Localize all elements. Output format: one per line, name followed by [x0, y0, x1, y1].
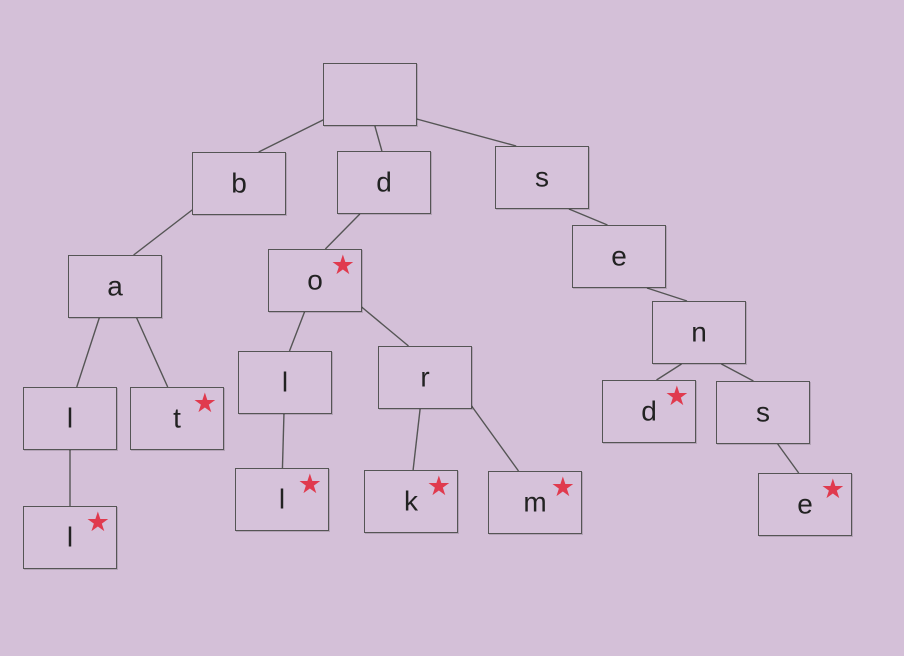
node-label: l [66, 520, 74, 552]
edge-dol-doll [281, 413, 285, 469]
star-icon: ★ [330, 250, 355, 281]
node-t: t★ [130, 387, 224, 450]
node-e: e [572, 225, 666, 288]
node-e: e★ [758, 473, 852, 536]
star-icon: ★ [426, 471, 451, 502]
node-root [323, 63, 417, 126]
node-l: l [23, 387, 117, 450]
node-label: s [756, 395, 770, 427]
node-label: b [231, 166, 247, 198]
star-icon: ★ [85, 507, 110, 538]
star-icon: ★ [550, 472, 575, 503]
node-s: s [495, 146, 589, 209]
node-d: d★ [602, 380, 696, 443]
node-n: n [652, 301, 746, 364]
edge-ba-bal [76, 317, 100, 388]
edge-s-se [568, 208, 608, 226]
edge-d-do [324, 213, 361, 250]
node-label: k [404, 484, 418, 516]
node-d: d [337, 151, 431, 214]
node-l: l★ [23, 506, 117, 569]
edge-ba-bat [136, 317, 169, 388]
node-label: l [278, 482, 286, 514]
node-label: s [535, 160, 549, 192]
node-label: e [611, 239, 627, 271]
node-b: b [192, 152, 286, 215]
node-label: d [376, 165, 392, 197]
node-label: a [107, 269, 123, 301]
edge-sen-send [656, 363, 682, 381]
node-label: m [523, 485, 547, 517]
edge-sen-sens [721, 363, 754, 382]
node-s: s [716, 381, 810, 444]
edge-dor-dorm [467, 400, 520, 472]
edge-sens-sense [777, 443, 800, 474]
star-icon: ★ [820, 474, 845, 505]
node-label: t [173, 401, 181, 433]
edge-root-d [374, 125, 383, 152]
edge-root-s [412, 117, 517, 147]
node-label: e [797, 487, 813, 519]
node-a: a [68, 255, 162, 318]
edge-se-sen [646, 287, 688, 302]
node-m: m★ [488, 471, 582, 534]
edge-do-dor [357, 303, 409, 347]
node-label: r [420, 360, 430, 392]
node-label: n [691, 315, 707, 347]
node-k: k★ [364, 470, 458, 533]
star-icon: ★ [297, 469, 322, 500]
star-icon: ★ [192, 388, 217, 419]
node-r: r [378, 346, 472, 409]
edge-b-ba [133, 206, 197, 256]
edge-do-dol [288, 311, 306, 352]
node-label: o [307, 263, 323, 295]
edge-root-b [258, 117, 328, 153]
node-l: l★ [235, 468, 329, 531]
node-o: o★ [268, 249, 362, 312]
edge-dor-dork [412, 408, 421, 471]
star-icon: ★ [664, 381, 689, 412]
node-label: l [66, 401, 74, 433]
node-label: d [641, 394, 657, 426]
node-l: l [238, 351, 332, 414]
node-label: l [281, 365, 289, 397]
